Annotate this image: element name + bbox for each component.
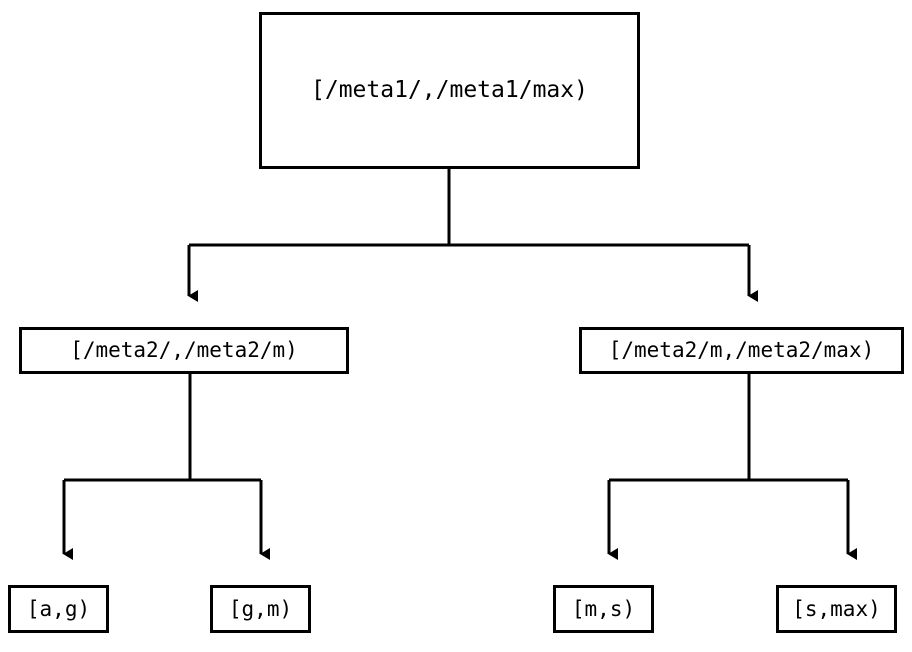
node-leaf-ag-label: [a,g) xyxy=(26,596,91,621)
node-leaf-smax-label: [s,max) xyxy=(792,596,881,621)
node-leaf-ms-label: [m,s) xyxy=(571,596,636,621)
node-leaf-gm-label: [g,m) xyxy=(228,596,293,621)
node-leaf-ag[interactable]: [a,g) xyxy=(8,585,109,633)
node-mid-left[interactable]: [/meta2/,/meta2/m) xyxy=(19,327,349,374)
node-leaf-gm[interactable]: [g,m) xyxy=(210,585,311,633)
node-mid-left-label: [/meta2/,/meta2/m) xyxy=(70,338,298,362)
node-mid-right-label: [/meta2/m,/meta2/max) xyxy=(608,338,875,362)
edge-root-to-mid-left xyxy=(187,169,749,302)
node-root[interactable]: [/meta1/,/meta1/max) xyxy=(259,12,640,169)
edge-mid-right-to-leaf-ms xyxy=(607,374,848,560)
edge-mid-left-to-leaf-ag xyxy=(62,374,261,560)
node-mid-right[interactable]: [/meta2/m,/meta2/max) xyxy=(579,327,904,374)
node-root-label: [/meta1/,/meta1/max) xyxy=(311,77,588,103)
node-leaf-smax[interactable]: [s,max) xyxy=(776,585,897,633)
node-leaf-ms[interactable]: [m,s) xyxy=(553,585,654,633)
